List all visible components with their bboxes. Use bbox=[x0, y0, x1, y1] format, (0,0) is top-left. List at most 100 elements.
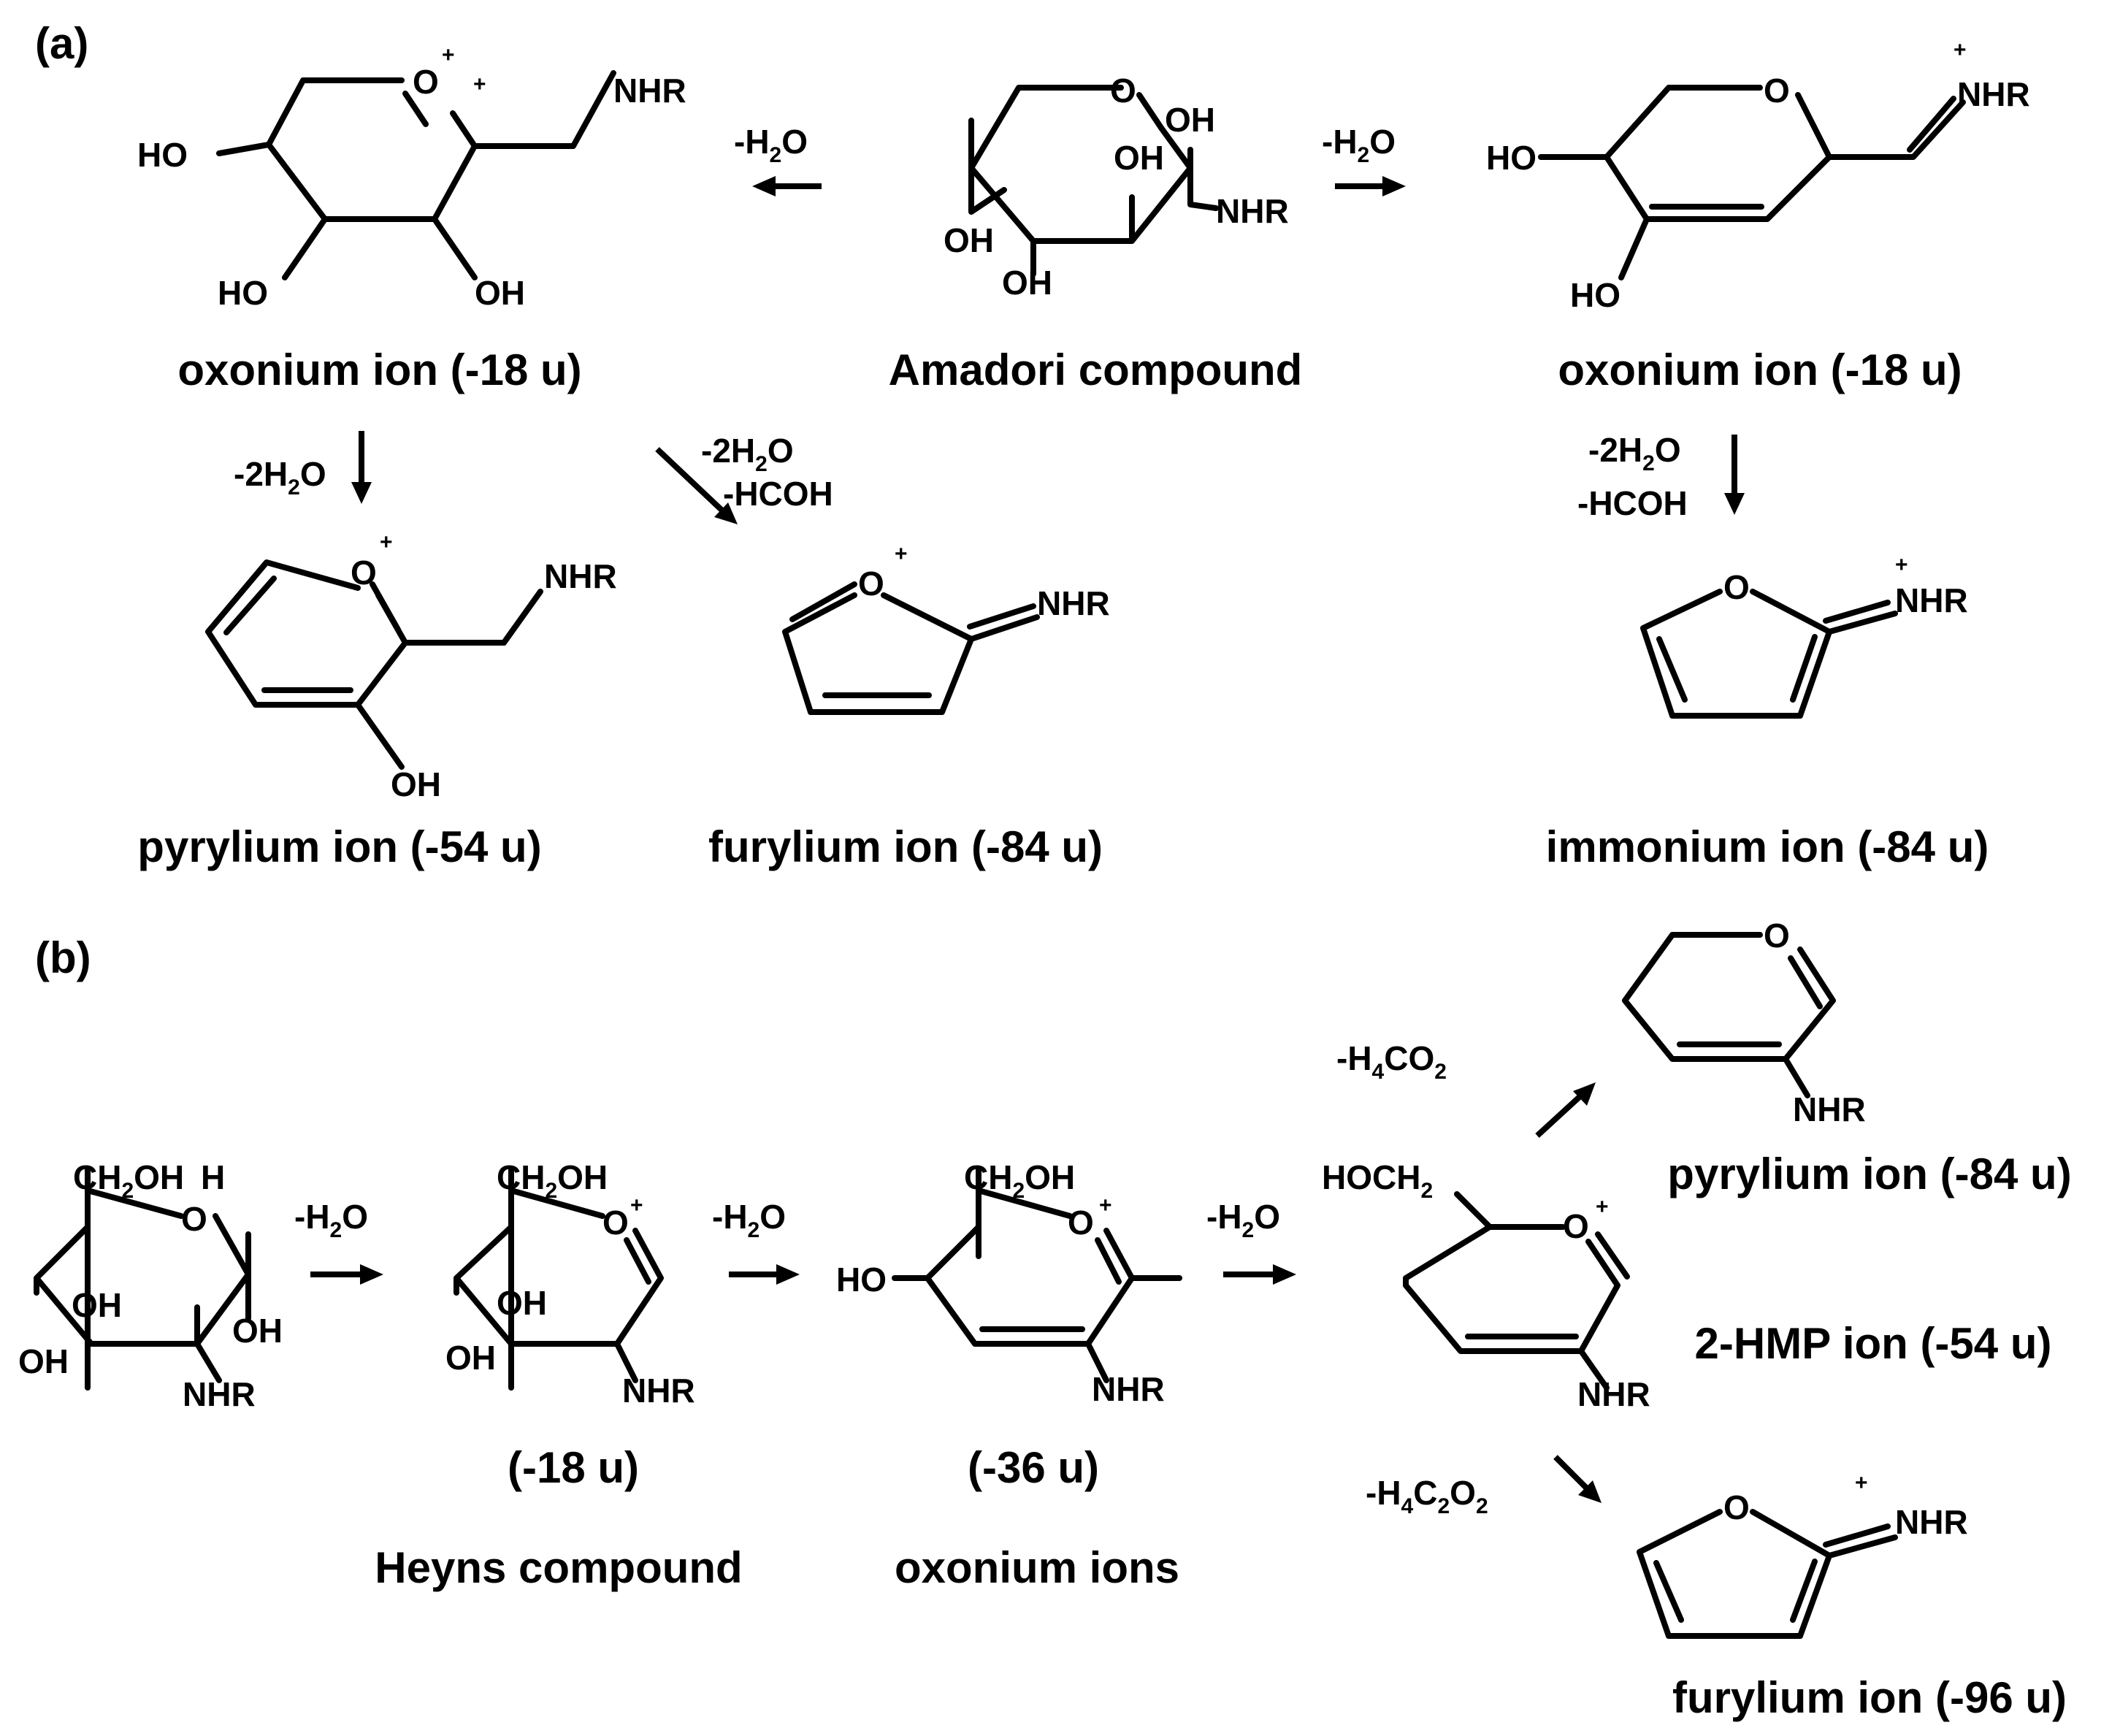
svg-text:-H2O: -H2O bbox=[294, 1198, 368, 1242]
svg-text:HOCH2: HOCH2 bbox=[1322, 1158, 1433, 1203]
svg-text:-H2O: -H2O bbox=[1322, 123, 1396, 167]
subscript: 2 bbox=[1242, 1218, 1255, 1242]
atom-o: O bbox=[351, 554, 377, 592]
condition-prefix: -2H bbox=[234, 455, 288, 493]
structure-b-furylium: O + NHR bbox=[1637, 1471, 1968, 1639]
condition-prefix: -H bbox=[294, 1198, 330, 1236]
atom-nhr: NHR bbox=[183, 1375, 256, 1413]
svg-text:CH2OH: CH2OH bbox=[73, 1158, 184, 1203]
condition-prefix: -H bbox=[712, 1198, 748, 1236]
arrow-a-to-immonium: -2H2O -HCOH bbox=[1577, 431, 1745, 522]
atom-hoch: HOCH bbox=[1322, 1158, 1420, 1196]
structure-b-intermediate: HOCH2 O + NHR bbox=[1322, 1158, 1650, 1413]
structure-a-oxonium-right: O + NHR HO HO bbox=[1486, 38, 2030, 314]
subscript: 2 bbox=[755, 452, 768, 476]
charge-plus: + bbox=[380, 530, 393, 554]
structure-b-oxonium-36: CH2OH O + HO NHR bbox=[836, 1158, 1182, 1408]
structure-a-immonium: O + NHR bbox=[1640, 553, 1968, 719]
atom-ho: HO bbox=[836, 1261, 887, 1299]
subscript: 2 bbox=[1476, 1494, 1488, 1518]
subscript: 4 bbox=[1372, 1060, 1385, 1084]
svg-text:-H4CO2: -H4CO2 bbox=[1336, 1039, 1447, 1084]
svg-text:-H2O: -H2O bbox=[712, 1198, 786, 1242]
atom-oh: OH bbox=[944, 221, 994, 259]
condition-suffix: O bbox=[300, 455, 326, 493]
atom-o: O bbox=[1110, 72, 1136, 110]
atom-ho: HO bbox=[218, 274, 268, 312]
subscript: 2 bbox=[1434, 1060, 1447, 1084]
atom-nhr: NHR bbox=[1577, 1375, 1650, 1413]
condition-mid: O bbox=[1450, 1474, 1476, 1512]
condition-mid: CO bbox=[1384, 1039, 1434, 1077]
condition-prefix: -H bbox=[1336, 1039, 1372, 1077]
structure-b-heyns-18: CH2OH O + OH OH NHR bbox=[445, 1158, 695, 1410]
charge-plus: + bbox=[473, 72, 486, 96]
condition-prefix: -2H bbox=[701, 432, 755, 470]
structure-b-heyns-sugar: CH2OH H O OH OH OH NHR bbox=[18, 1158, 283, 1413]
atom-nhr: NHR bbox=[1216, 192, 1289, 230]
atom-o: O bbox=[1723, 568, 1750, 606]
atom-h: H bbox=[201, 1158, 225, 1196]
atom-oh: OH bbox=[1025, 1158, 1075, 1196]
atom-oh: OH bbox=[557, 1158, 608, 1196]
atom-oh: OH bbox=[497, 1284, 547, 1322]
structure-b-pyrylium: O NHR bbox=[1622, 917, 1866, 1128]
arrow-b-step3: -H2O bbox=[1206, 1198, 1296, 1285]
atom-o: O bbox=[602, 1204, 629, 1242]
subscript: 2 bbox=[1420, 1179, 1433, 1203]
label-b-furylium: furylium ion (-96 u) bbox=[1672, 1673, 2067, 1722]
subscript: 2 bbox=[770, 143, 782, 167]
structure-a-furylium: O + NHR bbox=[782, 542, 1110, 715]
label-a-pyrylium: pyrylium ion (-54 u) bbox=[137, 822, 541, 871]
atom-ho: HO bbox=[1486, 139, 1537, 177]
atom-o: O bbox=[1563, 1207, 1589, 1245]
subscript: 2 bbox=[1358, 143, 1370, 167]
condition-suffix: O bbox=[768, 432, 794, 470]
condition-suffix: O bbox=[759, 1198, 786, 1236]
subscript: 2 bbox=[330, 1218, 343, 1242]
arrow-a-to-left: -H2O bbox=[734, 123, 822, 196]
charge-plus: + bbox=[1953, 38, 1967, 62]
atom-nhr: NHR bbox=[1895, 581, 1968, 619]
svg-text:CH2OH: CH2OH bbox=[964, 1158, 1075, 1203]
label-a-furylium: furylium ion (-84 u) bbox=[708, 822, 1103, 871]
atom-oh: OH bbox=[1114, 139, 1164, 177]
structure-a-oxonium-left: O + + NHR HO HO OH bbox=[137, 43, 686, 312]
label-a-oxonium-right: oxonium ion (-18 u) bbox=[1558, 345, 1962, 394]
atom-o: O bbox=[858, 565, 884, 603]
condition-suffix: O bbox=[342, 1198, 368, 1236]
charge-plus: + bbox=[1099, 1193, 1112, 1217]
atom-oh: OH bbox=[18, 1342, 69, 1380]
panel-label-b: (b) bbox=[35, 933, 91, 982]
label-b-mass36: (-36 u) bbox=[968, 1443, 1099, 1492]
subscript: 2 bbox=[1642, 451, 1655, 475]
atom-ho: HO bbox=[1570, 276, 1620, 314]
atom-o: O bbox=[181, 1200, 207, 1238]
condition-suffix: O bbox=[1369, 123, 1396, 161]
label-a-immonium: immonium ion (-84 u) bbox=[1546, 822, 1989, 871]
atom-nhr: NHR bbox=[1957, 75, 2030, 113]
arrow-b-step1: -H2O bbox=[294, 1198, 383, 1285]
condition-suffix: O bbox=[1254, 1198, 1280, 1236]
condition-minus-hcoh: -HCOH bbox=[1577, 484, 1688, 522]
subscript: 2 bbox=[288, 475, 300, 500]
svg-text:-2H2O: -2H2O bbox=[1588, 431, 1681, 475]
atom-oh: OH bbox=[1165, 101, 1215, 139]
label-b-hmp: 2-HMP ion (-54 u) bbox=[1695, 1319, 2052, 1368]
condition-suffix: O bbox=[781, 123, 808, 161]
atom-o: O bbox=[1068, 1204, 1094, 1242]
atom-o: O bbox=[1764, 917, 1790, 955]
structure-a-pyrylium: O + NHR OH bbox=[205, 530, 617, 803]
charge-plus: + bbox=[630, 1193, 643, 1217]
condition-prefix: -H bbox=[1366, 1474, 1401, 1512]
atom-ch: CH bbox=[497, 1158, 545, 1196]
arrow-b-to-furylium: -H4C2O2 bbox=[1366, 1455, 1602, 1518]
atom-o: O bbox=[413, 63, 439, 101]
atom-nhr: NHR bbox=[1037, 584, 1110, 622]
atom-nhr: NHR bbox=[1092, 1370, 1165, 1408]
condition-prefix: -2H bbox=[1588, 431, 1642, 469]
atom-oh: OH bbox=[391, 765, 441, 803]
arrow-a-to-right: -H2O bbox=[1322, 123, 1406, 196]
svg-text:-H4C2O2: -H4C2O2 bbox=[1366, 1474, 1488, 1518]
atom-oh: OH bbox=[475, 274, 525, 312]
